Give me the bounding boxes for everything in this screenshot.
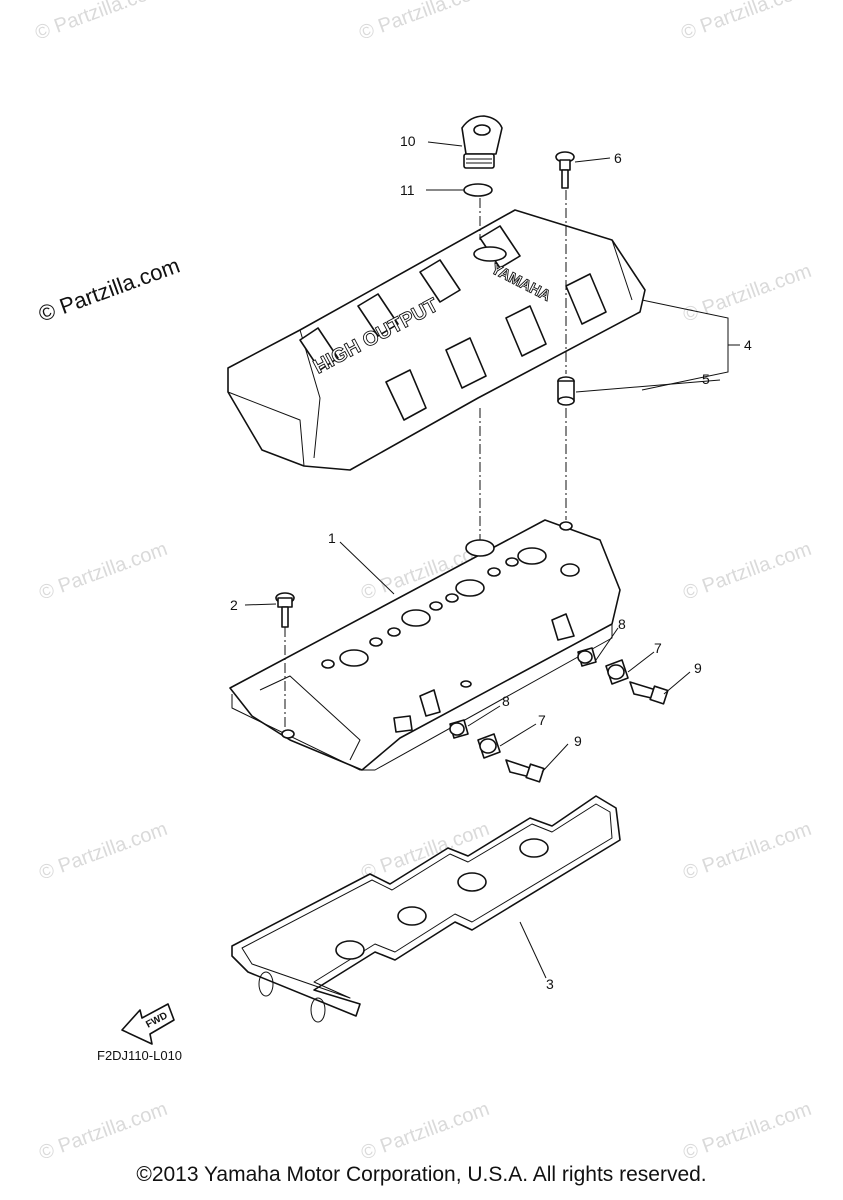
watermark: © Partzilla.com	[358, 1098, 492, 1165]
callout-7-upper: 7	[654, 640, 662, 656]
diagram-reference-code: F2DJ110-L010	[97, 1048, 183, 1063]
watermark: © Partzilla.com	[680, 818, 814, 885]
copyright-notice: ©2013 Yamaha Motor Corporation, U.S.A. A…	[136, 1163, 707, 1186]
watermark: © Partzilla.com	[36, 1098, 170, 1165]
callout-11: 11	[400, 182, 415, 198]
part-3-gasket	[231, 795, 621, 1023]
fastener-set-upper	[577, 647, 669, 705]
leader-lines	[244, 141, 740, 979]
callout-9-lower: 9	[574, 733, 582, 749]
part-10-oil-filler-cap	[461, 115, 503, 169]
callout-9-upper: 9	[694, 660, 702, 676]
part-5-grommet	[557, 376, 575, 406]
assembly-axes	[284, 190, 567, 730]
watermarks: © Partzilla.com © Partzilla.com © Partzi…	[32, 0, 814, 1165]
watermark: © Partzilla.com	[678, 0, 812, 45]
watermark: © Partzilla.com	[680, 538, 814, 605]
part-1-head-cover-main	[229, 519, 621, 771]
fwd-arrow-icon: FWD	[121, 1003, 175, 1045]
part-6-screw	[555, 151, 575, 189]
watermark: © Partzilla.com	[356, 0, 490, 45]
watermark: © Partzilla.com	[32, 0, 166, 45]
callout-1: 1	[328, 530, 336, 546]
watermark: © Partzilla.com	[36, 538, 170, 605]
callout-8-upper: 8	[618, 616, 626, 632]
callout-8-lower: 8	[502, 693, 510, 709]
part-11-o-ring	[463, 183, 493, 197]
callout-2: 2	[230, 597, 238, 613]
watermark: © Partzilla.com	[36, 818, 170, 885]
watermark: © Partzilla.com	[680, 260, 814, 327]
part-4-head-cover: HIGH OUTPUT YAMAHA	[227, 209, 646, 471]
part-2-bolt	[275, 592, 295, 628]
callout-10: 10	[400, 133, 416, 149]
callout-4: 4	[744, 337, 752, 353]
watermark-prominent: © Partzilla.com	[35, 253, 183, 327]
watermark: © Partzilla.com	[680, 1098, 814, 1165]
callout-6: 6	[614, 150, 622, 166]
fastener-set-lower	[449, 719, 545, 783]
callout-3: 3	[546, 976, 554, 992]
callout-numbers: 10 11 6 4 5 1 2 8 7 9 8 7 9 3	[230, 133, 752, 992]
callout-5: 5	[702, 371, 710, 387]
callout-7-lower: 7	[538, 712, 546, 728]
